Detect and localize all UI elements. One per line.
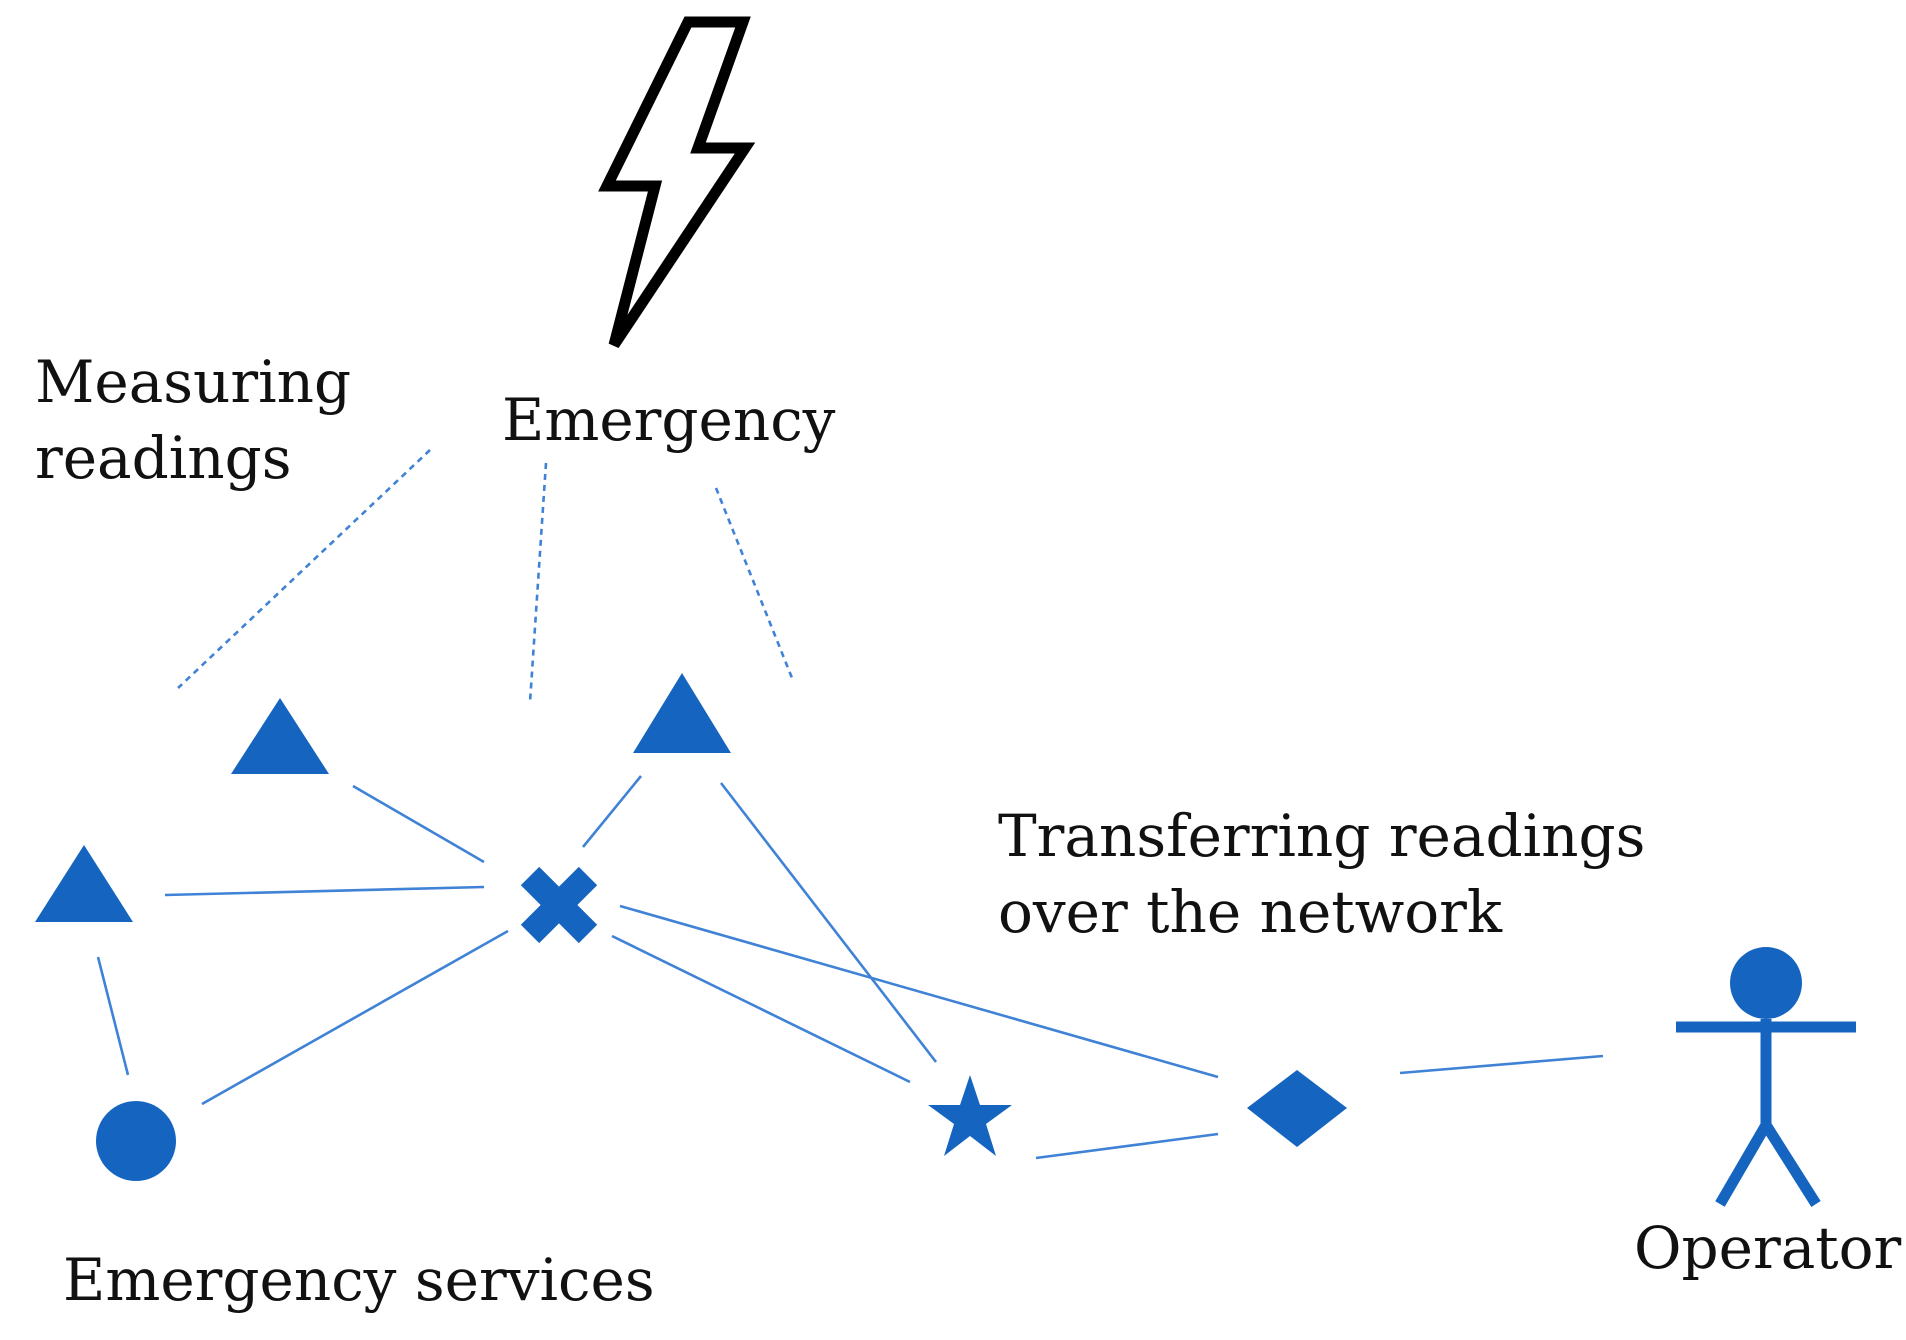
relay-star-icon: [928, 1075, 1012, 1156]
link-triangle-right-to-star: [719, 782, 938, 1063]
transferring-readings-label-line2: over the network: [998, 878, 1503, 946]
emergency-label: Emergency: [502, 386, 836, 454]
hub-cross-icon: [520, 866, 598, 944]
measuring-readings-label-line2: readings: [35, 424, 292, 492]
emergency-services-label: Emergency services: [63, 1246, 655, 1314]
link-star-to-diamond: [1035, 1132, 1219, 1160]
sensor-triangle-icon-left: [35, 845, 133, 922]
operator-label: Operator: [1634, 1214, 1902, 1282]
lightning-bolt-icon: [598, 16, 756, 349]
measuring-dotted-line-middle: [528, 462, 548, 703]
link-triangle-right-to-hub: [581, 775, 643, 848]
link-hub-to-star: [611, 934, 911, 1084]
emergency-services-circle-icon: [96, 1101, 176, 1181]
link-triangle-upper-to-hub: [352, 784, 485, 864]
sensor-triangle-icon-upper-left: [231, 698, 329, 774]
link-circle-to-hub: [201, 929, 509, 1106]
link-triangle-left-to-circle: [96, 956, 130, 1076]
link-diamond-to-operator: [1399, 1054, 1604, 1075]
transferring-readings-label-line1: Transferring readings: [998, 802, 1645, 870]
link-hub-to-diamond: [619, 904, 1219, 1079]
measuring-dotted-line-left: [177, 449, 431, 689]
link-triangle-left-to-hub: [164, 885, 485, 897]
gateway-diamond-icon: [1247, 1070, 1347, 1147]
measuring-dotted-line-right: [714, 487, 794, 679]
measuring-readings-label-line1: Measuring: [35, 348, 351, 416]
operator-stick-figure-icon: [1676, 947, 1856, 1207]
sensor-triangle-icon-upper-right: [633, 673, 731, 753]
